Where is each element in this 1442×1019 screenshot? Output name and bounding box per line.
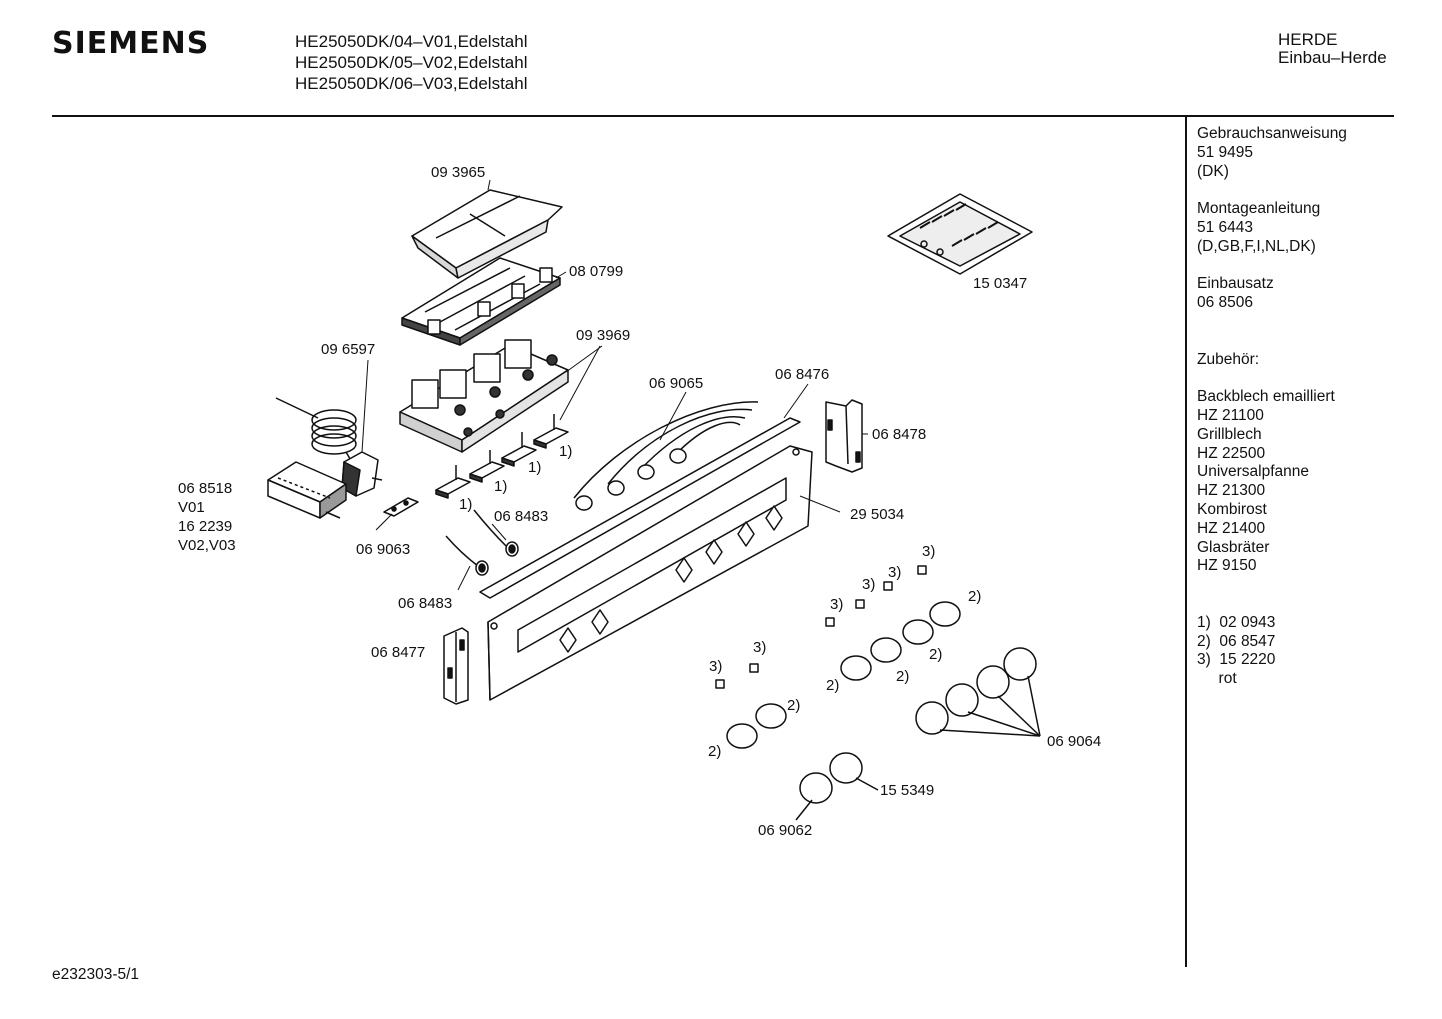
tray-part <box>411 189 563 279</box>
ref-marker: 3) <box>922 543 936 560</box>
sidebar-line: HZ 22500 <box>1197 444 1266 462</box>
small-knob-part <box>795 752 879 821</box>
sidebar-line: HZ 21400 <box>1197 519 1266 537</box>
plate-part <box>383 497 419 517</box>
sidebar-line: HZ 9150 <box>1197 557 1257 575</box>
part-label-line: V01 <box>178 499 205 516</box>
sidebar-line: Gebrauchsanweisung <box>1197 125 1347 142</box>
part-label-line: V02,V03 <box>178 537 236 554</box>
screw-bag-part <box>887 193 1033 275</box>
lamp-part <box>445 509 519 576</box>
ref-marker: 2) <box>929 646 943 663</box>
part-label-line: 06 8518 <box>178 480 233 497</box>
ref-marker: 2) <box>968 588 982 605</box>
small-clip-part <box>715 565 927 689</box>
sidebar-divider <box>1185 117 1187 967</box>
part-label: 06 8477 <box>371 644 426 661</box>
sidebar-line: 1) 02 0943 <box>1197 613 1276 631</box>
ref-marker: 3) <box>709 658 723 675</box>
burner-frame-part <box>401 257 561 346</box>
part-label: 06 9064 <box>1047 733 1102 750</box>
model-line: HE25050DK/06–V03,Edelstahl <box>295 74 528 93</box>
sidebar-line: Glasbräter <box>1197 538 1270 556</box>
part-label: 15 5349 <box>880 782 935 799</box>
category-line: Einbau–Herde <box>1278 48 1387 67</box>
sidebar-line: rot <box>1197 670 1237 688</box>
part-label: 06 8476 <box>775 366 830 383</box>
control-panel-part <box>479 417 813 701</box>
terminal-block-part <box>267 461 347 519</box>
sidebar-line: HZ 21100 <box>1197 406 1264 424</box>
part-label: 29 5034 <box>850 506 905 523</box>
category: HERDE Einbau–Herde <box>1278 31 1387 67</box>
model-line: HE25050DK/04–V01,Edelstahl <box>295 32 528 51</box>
part-label: 08 0799 <box>569 263 624 280</box>
model-list: HE25050DK/04–V01,Edelstahl HE25050DK/05–… <box>295 31 528 94</box>
bracket-left-part <box>443 627 469 705</box>
ref-marker: 2) <box>896 668 910 685</box>
ref-marker: 2) <box>826 677 840 694</box>
ref-marker: 1) <box>459 496 473 513</box>
lamp-harness-part <box>573 401 759 511</box>
ref-marker: 3) <box>753 639 767 656</box>
brand-logo: SIEMENS <box>52 26 210 61</box>
sidebar-line: 06 8506 <box>1197 294 1254 312</box>
sidebar-line: 2) 06 8547 <box>1197 632 1276 650</box>
sidebar-line: Montageanleitung <box>1197 200 1321 218</box>
sidebar-line: 51 6443 <box>1197 218 1254 236</box>
ref-marker: 1) <box>528 459 542 476</box>
ref-marker: 3) <box>862 576 876 593</box>
sidebar-line: (DK) <box>1197 162 1229 180</box>
sidebar-line: Universalpfanne <box>1197 463 1310 481</box>
part-label: 09 3965 <box>431 164 486 181</box>
sidebar-line: (D,GB,F,I,NL,DK) <box>1197 237 1316 255</box>
part-label: 06 9062 <box>758 822 813 839</box>
switch-part <box>435 414 569 499</box>
sidebar-line: Backblech emailliert <box>1197 388 1335 406</box>
ref-marker: 1) <box>559 443 573 460</box>
sidebar-line: Kombirost <box>1197 500 1267 518</box>
ref-marker: 2) <box>787 697 801 714</box>
part-label: 06 8483 <box>398 595 453 612</box>
part-label: 06 9065 <box>649 375 704 392</box>
sidebar-line: Zubehör: <box>1197 350 1260 368</box>
model-line: HE25050DK/05–V02,Edelstahl <box>295 53 528 72</box>
bracket-right-part <box>825 399 863 473</box>
knob-cap-part <box>726 601 961 749</box>
knob-part <box>915 647 1041 737</box>
part-label: 09 6597 <box>321 341 376 358</box>
part-label: 06 9063 <box>356 541 411 558</box>
ref-marker: 3) <box>888 564 902 581</box>
category-line: HERDE <box>1278 30 1338 49</box>
ref-marker: 2) <box>708 743 722 760</box>
part-label: 06 8478 <box>872 426 927 443</box>
part-label: 15 0347 <box>973 275 1028 292</box>
sidebar-line: 51 9495 <box>1197 143 1254 161</box>
sidebar-line: 3) 15 2220 <box>1197 651 1276 669</box>
leader-lines <box>361 179 868 591</box>
part-label: 09 3969 <box>576 327 631 344</box>
switch-block-part <box>399 339 569 453</box>
sidebar-line: HZ 21300 <box>1197 482 1266 500</box>
ref-marker: 1) <box>494 478 508 495</box>
sidebar-line: Grillblech <box>1197 425 1262 443</box>
sidebar-line: Einbausatz <box>1197 275 1274 293</box>
part-label-line: 16 2239 <box>178 518 233 535</box>
part-label: 06 8483 <box>494 508 549 525</box>
document-id: e232303-5/1 <box>52 966 140 983</box>
ref-marker: 3) <box>830 596 844 613</box>
header-divider <box>52 115 1394 117</box>
part-label-multi: 06 8518 V01 16 2239 V02,V03 <box>178 479 236 555</box>
